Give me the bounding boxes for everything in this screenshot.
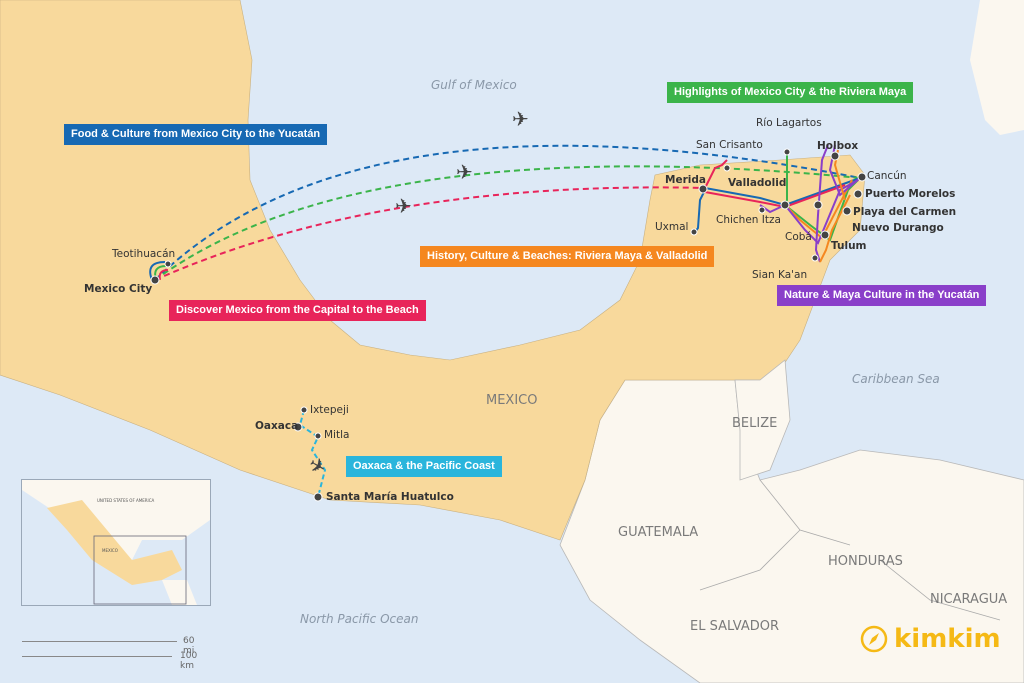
plane-icon: ✈ (512, 107, 529, 131)
inset-label-usa: UNITED STATES OF AMERICA (97, 498, 154, 503)
country-label-belize: BELIZE (732, 416, 778, 431)
place-label: Valladolid (728, 177, 787, 189)
route-loop (149, 261, 166, 281)
brand-name: kimkim (894, 624, 1001, 654)
sea-label-gulf: Gulf of Mexico (431, 78, 517, 92)
sea-label-pacific: North Pacific Ocean (300, 612, 419, 626)
plane-icon: ✈ (395, 194, 412, 218)
route-tag-nature-maya[interactable]: Nature & Maya Culture in the Yucatán (777, 285, 987, 306)
place-label: Nuevo Durango (852, 222, 944, 234)
place-label: Teotihuacán (112, 248, 176, 260)
place-label: Mexico City (84, 283, 153, 295)
flight-arc-green (154, 165, 861, 281)
sea-label-caribbean: Caribbean Sea (852, 372, 940, 386)
flight-arc-red (154, 186, 706, 281)
belize-land (734, 359, 791, 481)
country-label-honduras: HONDURAS (828, 554, 903, 569)
place-label: San Crisanto (696, 139, 763, 151)
brand-logo: kimkim (860, 624, 1001, 654)
route-tag-food-culture[interactable]: Food & Culture from Mexico City to the Y… (64, 124, 328, 145)
place-label: Río Lagartos (756, 117, 822, 129)
place-label: Chichen Itza (716, 214, 781, 226)
place-label: Sian Ka'an (752, 269, 808, 281)
country-label-nicaragua: NICARAGUA (930, 592, 1008, 607)
route-tag-discover-mexico[interactable]: Discover Mexico from the Capital to the … (169, 300, 426, 321)
cuba-land (970, 0, 1024, 135)
inset-map: UNITED STATES OF AMERICA MEXICO (21, 479, 211, 606)
place-label: Mitla (324, 429, 350, 441)
place-label: Merida (665, 174, 706, 186)
place-markers (150, 148, 867, 502)
route-tag-highlights[interactable]: Highlights of Mexico City & the Riviera … (667, 82, 914, 103)
place-label: Ixtepeji (310, 404, 349, 416)
place-label: Cancún (867, 170, 907, 182)
scale-label-km: 100 km (180, 651, 198, 671)
flight-arc-blue (154, 144, 861, 281)
place-label: Puerto Morelos (865, 188, 956, 200)
country-label-el-salvador: EL SALVADOR (690, 619, 780, 634)
place-label: Cobá (785, 231, 812, 243)
country-label-guatemala: GUATEMALA (618, 525, 699, 540)
place-label: Holbox (817, 140, 859, 152)
plane-icon: ✈ (456, 160, 473, 184)
place-label: Tulum (831, 240, 867, 252)
route-tag-oaxaca[interactable]: Oaxaca & the Pacific Coast (346, 456, 502, 477)
place-label: Playa del Carmen (853, 206, 957, 218)
route-tag-history-culture[interactable]: History, Culture & Beaches: Riviera Maya… (420, 246, 715, 267)
inset-map-graphic: UNITED STATES OF AMERICA MEXICO (22, 480, 210, 605)
route-loop (158, 269, 169, 281)
border-lines (699, 479, 1001, 621)
place-label: Uxmal (655, 221, 689, 233)
compass-icon (860, 625, 888, 653)
inset-label-mexico: MEXICO (102, 548, 118, 553)
place-label: Oaxaca (255, 420, 299, 432)
scale-label-miles: 60 mi (183, 636, 195, 656)
country-label-mexico: MEXICO (486, 393, 538, 408)
oaxaca-route (298, 409, 327, 498)
place-label: Santa María Huatulco (326, 491, 454, 503)
